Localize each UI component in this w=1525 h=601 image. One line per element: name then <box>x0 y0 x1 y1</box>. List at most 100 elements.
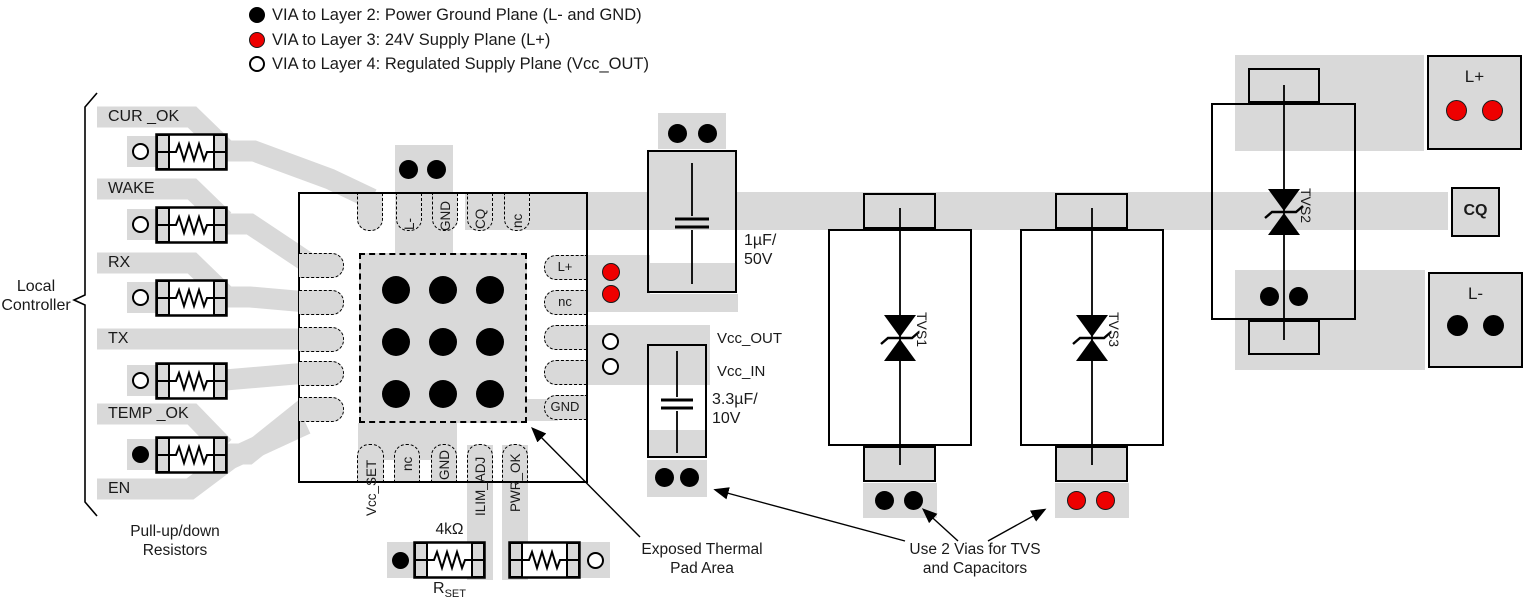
legend-red-via-icon <box>249 32 265 48</box>
via-white <box>602 358 619 375</box>
tvs3-label: TVS3 <box>1106 312 1122 348</box>
via-black <box>1483 315 1504 336</box>
ic-pad-top-1 <box>357 194 383 231</box>
via-black <box>698 124 717 143</box>
pin-label-gnd-bottom: GND <box>437 450 452 480</box>
signal-label-curok: CUR _OK <box>108 108 180 125</box>
via-red <box>1482 100 1503 121</box>
rset-value: 4kΩ <box>435 521 464 538</box>
two-vias-annotation: Use 2 Vias for TVS and Capacitors <box>909 541 1041 577</box>
pullupdown-note: Pull-up/down Resistors <box>130 523 220 559</box>
pin-label-nc-right: nc <box>558 294 572 309</box>
via-red <box>1096 491 1115 510</box>
via-black <box>875 491 894 510</box>
ic-pad-left-5 <box>299 397 344 422</box>
ic-pad-left-1 <box>299 253 344 278</box>
thermal-via <box>476 328 504 356</box>
via-black <box>1289 287 1308 306</box>
signal-label-wake: WAKE <box>108 180 155 197</box>
ic-pad-top-4 <box>467 194 493 231</box>
vias-arrow-tvs1 <box>921 508 959 542</box>
pin-label-nc-bottom: nc <box>400 456 415 471</box>
resistor-wake <box>155 206 228 244</box>
tvs1-label: TVS1 <box>914 312 930 348</box>
resistor-rx <box>155 279 228 317</box>
connector-l-plus <box>1427 55 1522 150</box>
via-white <box>602 333 619 350</box>
connector-lplus-label: L+ <box>1464 67 1485 86</box>
signal-label-en: EN <box>108 480 131 497</box>
signal-label-rx: RX <box>108 254 131 271</box>
via-red <box>602 263 620 281</box>
tvs2-diode-icon <box>1264 189 1304 235</box>
connector-cq <box>1451 187 1500 237</box>
via-red <box>1446 100 1467 121</box>
signal-label-tx: TX <box>108 330 129 347</box>
vias-arrow-cap <box>713 487 906 542</box>
signal-label-tempok: TEMP _OK <box>108 405 189 422</box>
controller-brace <box>72 92 98 517</box>
legend-white-via-icon <box>249 56 265 72</box>
net-label-vccin: Vcc_IN <box>717 363 766 380</box>
cap1-outline <box>647 150 737 293</box>
pin-label-pwrok: PWR_OK <box>508 453 523 512</box>
via-black <box>655 468 674 487</box>
thermal-via <box>382 328 410 356</box>
via-black <box>427 160 446 179</box>
thermal-via <box>476 276 504 304</box>
tvs3-diode-icon <box>1072 315 1112 361</box>
via-white <box>132 216 149 233</box>
thermal-via <box>382 380 410 408</box>
ic-pad-bottom-2 <box>394 444 420 481</box>
ic-pad-top-2 <box>396 194 422 231</box>
connector-cq-label: CQ <box>1463 202 1488 219</box>
via-black <box>1447 315 1468 336</box>
ic-pad-right-nc <box>544 290 586 315</box>
pin-label-gnd-right: GND <box>550 399 580 414</box>
cap2-outline <box>647 344 707 458</box>
via-black <box>132 446 149 463</box>
via-white <box>132 372 149 389</box>
via-black <box>1260 287 1279 306</box>
via-black <box>399 160 418 179</box>
legend-item-layer3: VIA to Layer 3: 24V Supply Plane (L+) <box>272 31 551 49</box>
ic-pad-top-5 <box>504 194 530 231</box>
cap2-value: 3.3µF/ 10V <box>712 391 758 427</box>
pin-label-cq: CQ <box>473 208 488 229</box>
pin-label-gnd-top: GND <box>438 201 453 231</box>
ic-pad-left-4 <box>299 361 344 386</box>
ic-pad-top-3 <box>432 194 458 231</box>
legend-black-via-icon <box>249 7 265 23</box>
ic-pad-left-2 <box>299 290 344 315</box>
ic-pad-right-3 <box>544 325 586 350</box>
thermal-pad-arrow <box>531 427 641 538</box>
ic-pad-bottom-3 <box>431 444 457 481</box>
resistor-pwrok <box>508 541 581 579</box>
cap1-symbol <box>675 163 709 284</box>
ic-pad-bottom-4 <box>467 444 493 481</box>
rset-name: RSET <box>433 580 466 601</box>
via-white <box>587 552 604 569</box>
resistor-tx <box>155 362 228 400</box>
ic-pad-left-3 <box>299 327 344 352</box>
pin-label-lminus: L- <box>402 217 417 230</box>
connector-lminus-label: L- <box>1467 284 1484 303</box>
via-white <box>132 289 149 306</box>
ic-pad-right-lplus <box>544 255 586 280</box>
via-black <box>392 552 409 569</box>
resistor-rset <box>413 541 486 579</box>
thermal-pad-annotation: Exposed Thermal Pad Area <box>641 541 763 577</box>
via-red <box>1067 491 1086 510</box>
via-black <box>680 468 699 487</box>
local-controller-label: Local Controller <box>1 278 71 314</box>
pin-label-lplus: L+ <box>557 259 573 274</box>
tvs2-label: TVS2 <box>1298 188 1314 224</box>
resistor-tempok <box>155 436 228 474</box>
thermal-via <box>429 380 457 408</box>
via-black <box>668 124 687 143</box>
connector-l-minus <box>1428 272 1523 368</box>
via-black <box>904 491 923 510</box>
thermal-via <box>429 276 457 304</box>
legend-item-layer2: VIA to Layer 2: Power Ground Plane (L- a… <box>272 6 642 24</box>
